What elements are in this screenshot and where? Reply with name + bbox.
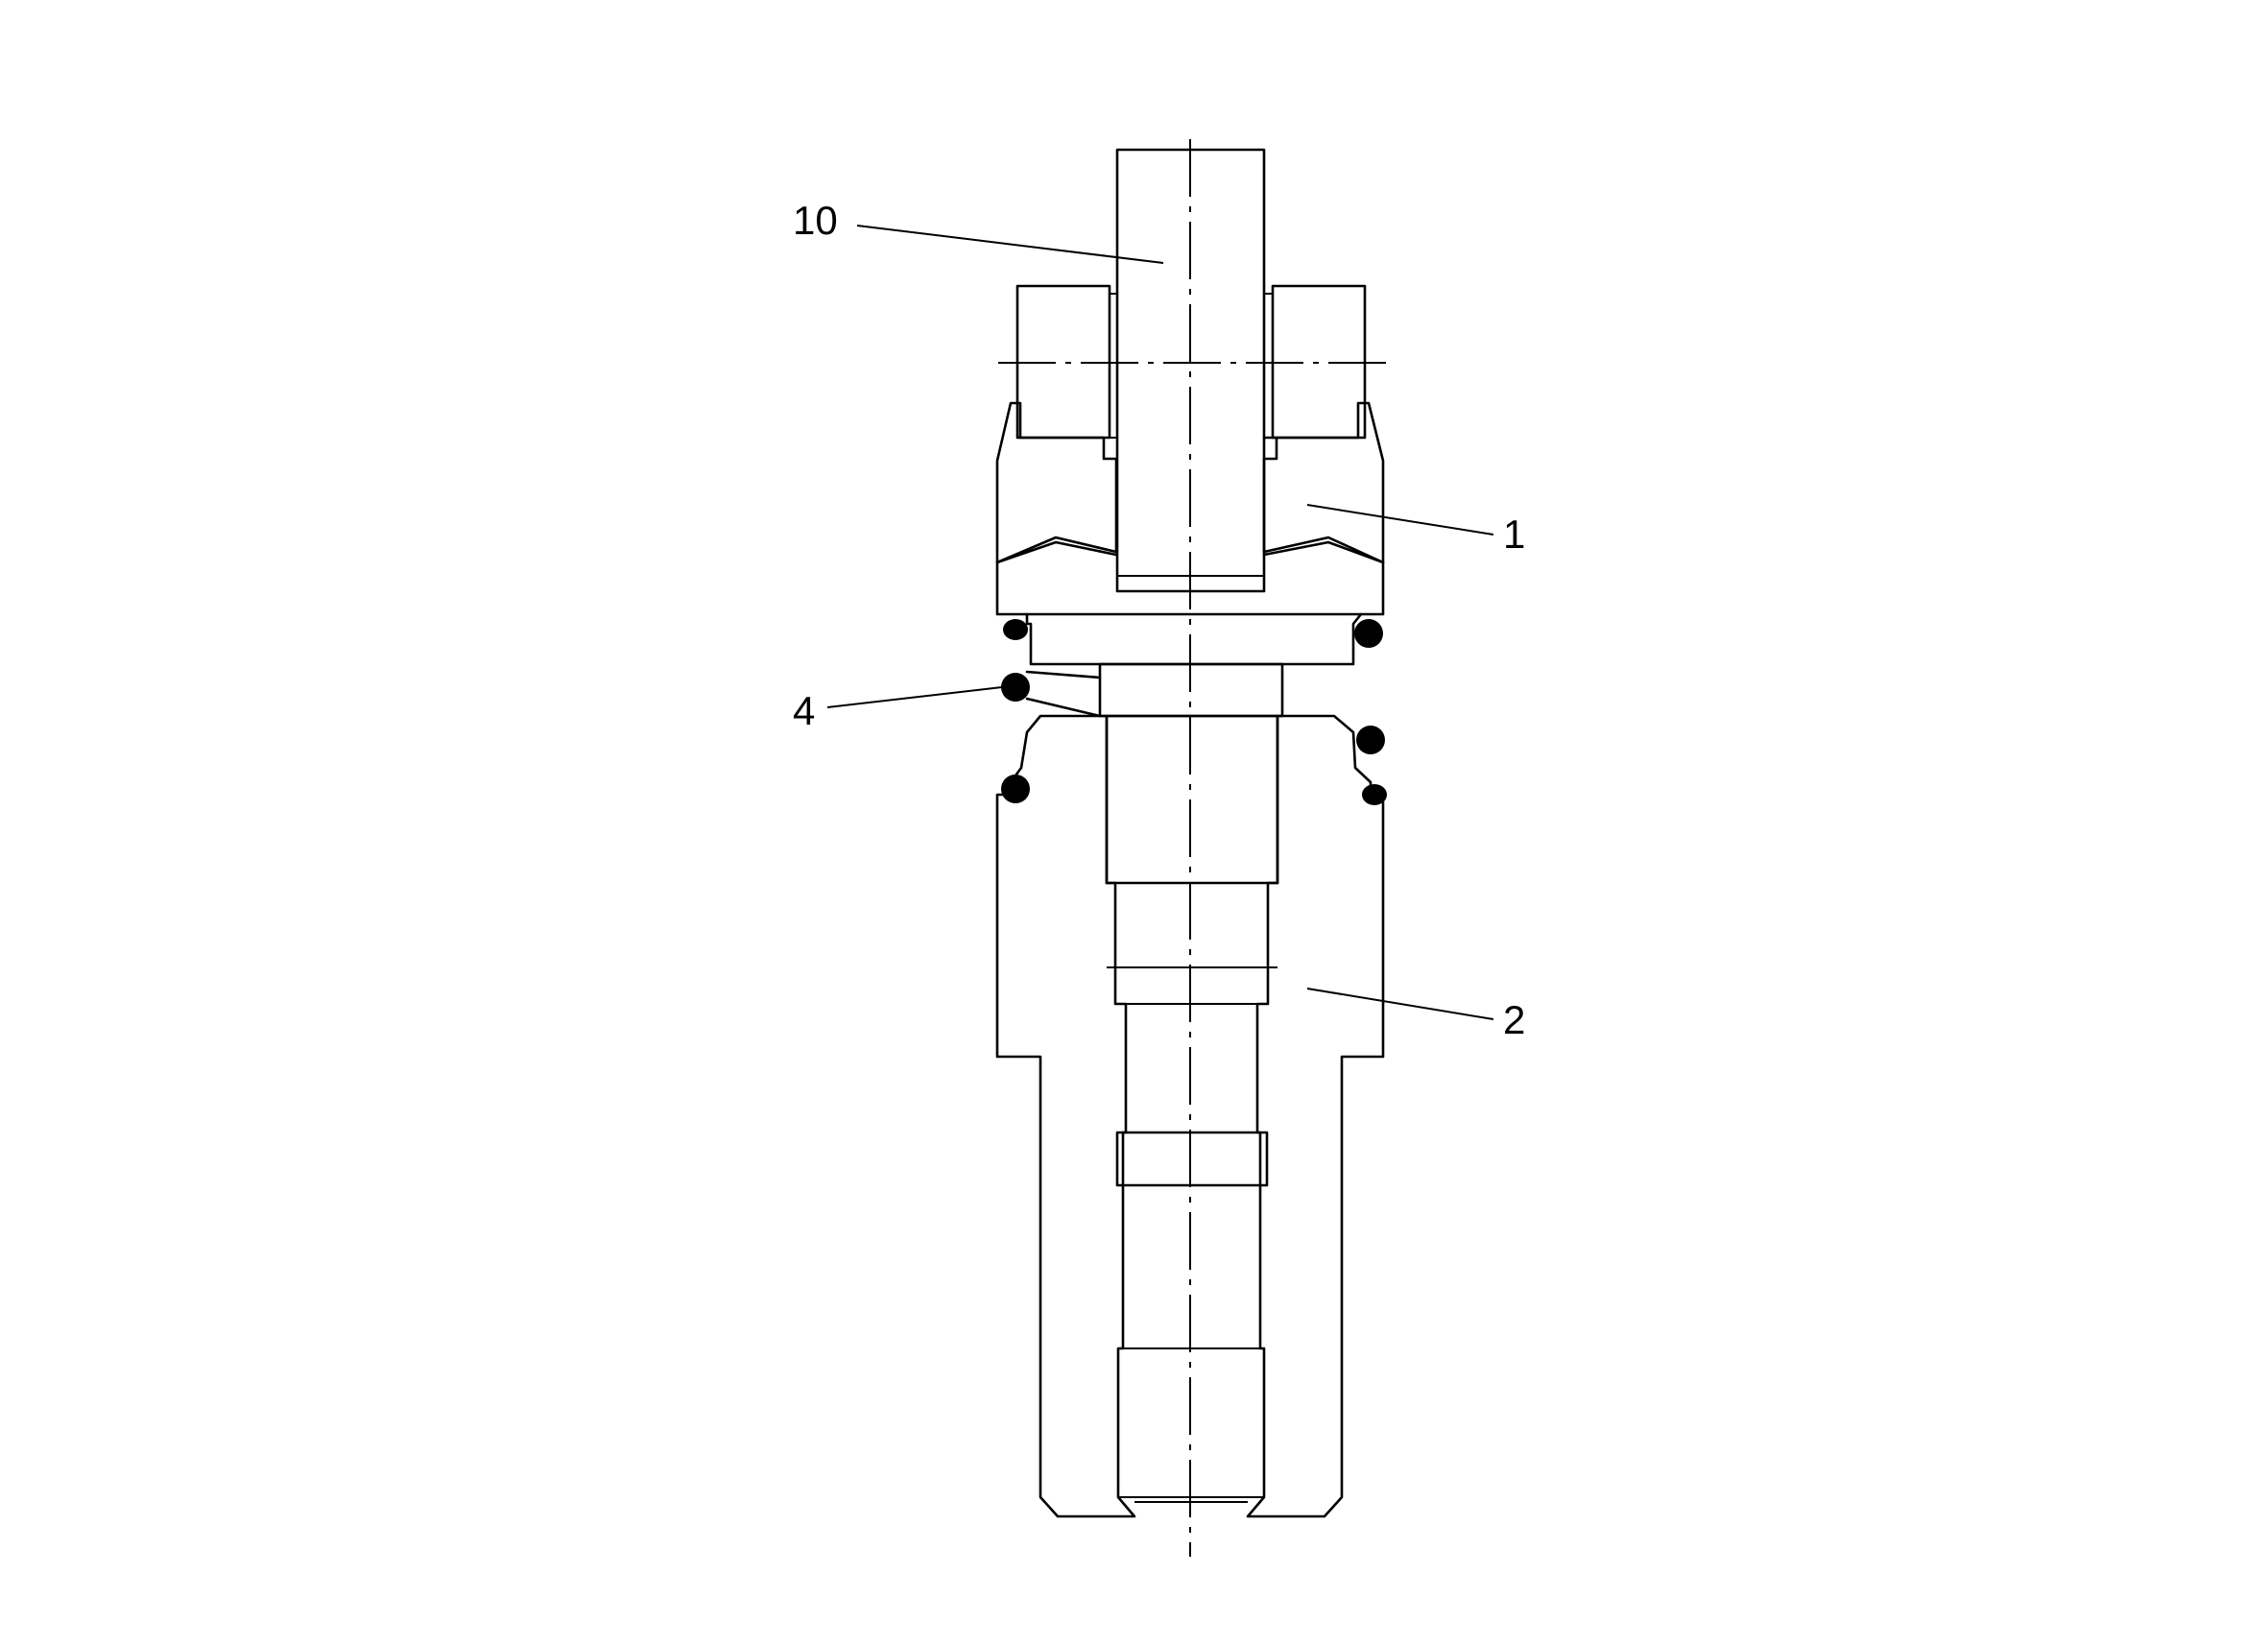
spring-coil [1001, 673, 1030, 702]
part-4-spring [1001, 619, 1387, 805]
washer [1025, 612, 1363, 666]
body-right-wall [1246, 714, 1385, 1518]
body-left-wall [995, 714, 1136, 1518]
callout-2-label: 2 [1503, 997, 1525, 1042]
callout-4-label: 4 [793, 688, 815, 733]
callout-1-label: 1 [1503, 512, 1525, 557]
spring-coil [1001, 775, 1030, 803]
callout-10-label: 10 [793, 198, 838, 243]
spring-coil [1003, 619, 1028, 640]
center-lines [998, 139, 1392, 1557]
callout-10: 10 [793, 198, 1164, 264]
callout-4: 4 [793, 686, 1003, 733]
callout-2: 2 [1306, 988, 1525, 1042]
spring-coil [1362, 784, 1387, 805]
callout-1: 1 [1306, 504, 1525, 557]
holder-left [995, 401, 1118, 564]
holder-right [1262, 401, 1385, 564]
spring-coil [1356, 726, 1385, 754]
spring-coil [1354, 619, 1383, 648]
